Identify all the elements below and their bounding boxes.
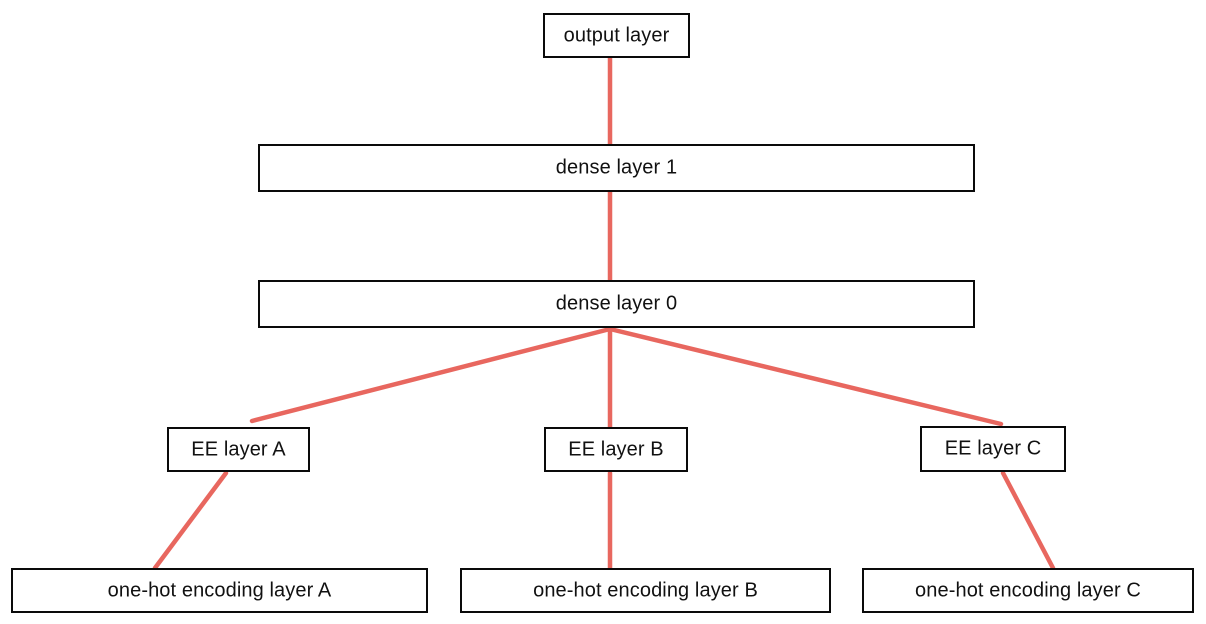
edge-onehot-a-to-ee-a xyxy=(152,470,229,571)
edge-ee-a-to-dense0 xyxy=(249,326,613,424)
edge-onehot-c-to-ee-c xyxy=(1000,470,1056,571)
node-dense-layer-0[interactable]: dense layer 0 xyxy=(258,280,975,328)
node-label-one-hot-encoding-layer-c: one-hot encoding layer C xyxy=(915,579,1141,601)
node-label-one-hot-encoding-layer-a: one-hot encoding layer A xyxy=(107,579,332,601)
node-one-hot-encoding-layer-a[interactable]: one-hot encoding layer A xyxy=(11,568,428,613)
edge-ee-c-to-dense0 xyxy=(607,326,1004,427)
node-label-dense-layer-1: dense layer 1 xyxy=(555,156,678,179)
node-output-layer[interactable]: output layer xyxy=(543,13,690,58)
node-ee-layer-c[interactable]: EE layer C xyxy=(920,426,1066,472)
node-label-one-hot-encoding-layer-b: one-hot encoding layer B xyxy=(533,579,758,601)
node-label-ee-layer-c: EE layer C xyxy=(944,437,1042,460)
node-label-dense-layer-0: dense layer 0 xyxy=(555,292,678,315)
node-label-ee-layer-b: EE layer B xyxy=(568,438,664,460)
node-label-ee-layer-a: EE layer A xyxy=(191,438,286,460)
node-label-output-layer: output layer xyxy=(563,24,670,46)
node-one-hot-encoding-layer-c[interactable]: one-hot encoding layer C xyxy=(862,568,1194,613)
node-one-hot-encoding-layer-b[interactable]: one-hot encoding layer B xyxy=(460,568,831,613)
node-ee-layer-a[interactable]: EE layer A xyxy=(167,427,310,472)
node-ee-layer-b[interactable]: EE layer B xyxy=(544,427,688,472)
node-dense-layer-1[interactable]: dense layer 1 xyxy=(258,144,975,192)
